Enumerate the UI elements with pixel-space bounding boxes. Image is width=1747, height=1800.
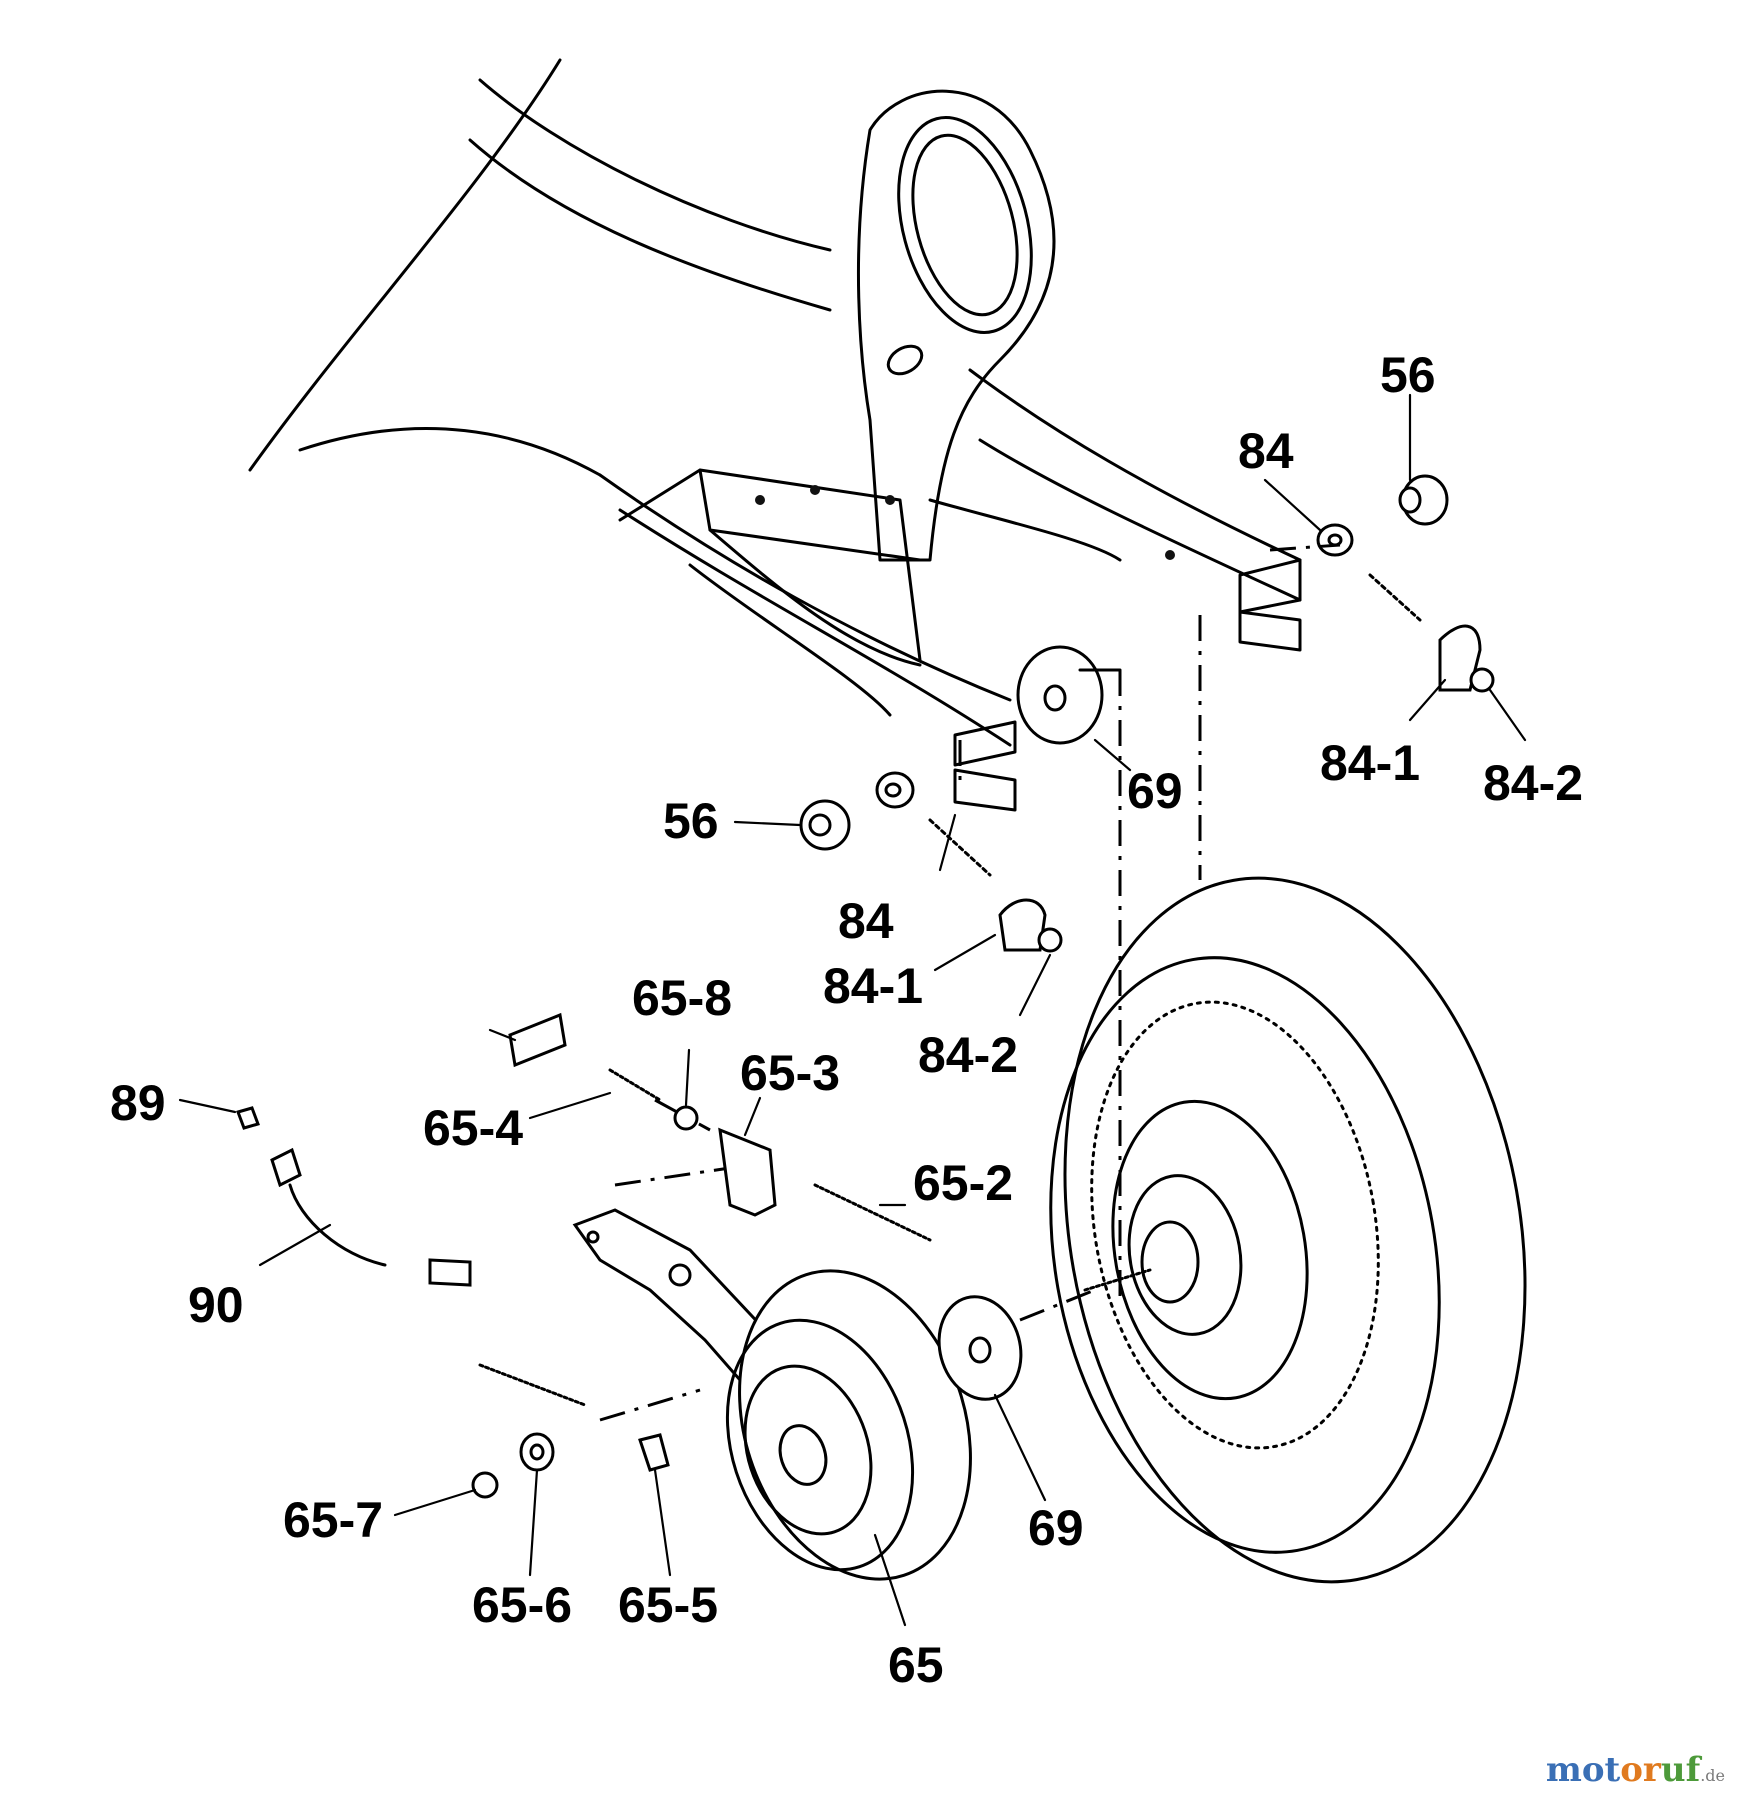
spring-65-5 bbox=[478, 1363, 587, 1407]
label-69-upper: 69 bbox=[1127, 763, 1183, 819]
hardware-upper-right bbox=[1263, 393, 1527, 742]
cable-hardware bbox=[178, 1098, 472, 1287]
wheel-assembly bbox=[1049, 876, 1527, 1584]
label-84-2-middle: 84-2 bbox=[918, 1027, 1018, 1083]
axle-bolt bbox=[1083, 1268, 1152, 1292]
spring-65-4 bbox=[608, 1068, 662, 1102]
pin-top bbox=[508, 1012, 567, 1068]
label-90: 90 bbox=[188, 1277, 244, 1333]
label-84-1-middle: 84-1 bbox=[823, 958, 923, 1014]
motoruf-watermark: motoruf.de bbox=[1546, 1750, 1725, 1790]
label-56-middle: 56 bbox=[663, 793, 719, 849]
connector-90-top bbox=[270, 1147, 302, 1188]
pivot-bracket bbox=[755, 89, 1175, 562]
wheel-hub bbox=[1140, 1220, 1200, 1304]
connector-90-end bbox=[428, 1258, 472, 1287]
bolt-middle bbox=[928, 818, 992, 877]
label-89: 89 bbox=[110, 1075, 166, 1131]
label-65-3: 65-3 bbox=[740, 1045, 840, 1101]
nut-65-7 bbox=[471, 1471, 499, 1499]
label-65: 65 bbox=[888, 1637, 944, 1693]
nut-84-2-upper bbox=[1469, 667, 1495, 693]
deck-frame bbox=[248, 58, 1302, 812]
label-65-4: 65-4 bbox=[423, 1100, 523, 1156]
label-65-7: 65-7 bbox=[283, 1492, 383, 1548]
clip-65-5 bbox=[638, 1433, 670, 1472]
label-84-middle: 84 bbox=[838, 893, 894, 949]
brake-drum-65 bbox=[738, 1269, 972, 1581]
gear-ring bbox=[1090, 1000, 1380, 1450]
label-65-5: 65-5 bbox=[618, 1577, 718, 1633]
bracket-65-3 bbox=[718, 1127, 777, 1217]
label-84-upper: 84 bbox=[1238, 423, 1294, 479]
bolt-upper bbox=[1368, 573, 1422, 622]
callout-labels: 56 84 84-1 84-2 69 56 84 84-1 84-2 65-8 … bbox=[110, 347, 1583, 1693]
brake-assembly bbox=[393, 1012, 1047, 1627]
nut-84-2-middle bbox=[1037, 927, 1063, 953]
watermark-domain: .de bbox=[1700, 1766, 1725, 1785]
label-65-8: 65-8 bbox=[632, 970, 732, 1026]
spring-65-2 bbox=[813, 1183, 932, 1242]
nut-65-8 bbox=[673, 1105, 699, 1131]
label-69-lower: 69 bbox=[1028, 1500, 1084, 1556]
label-84-1-upper: 84-1 bbox=[1320, 735, 1420, 791]
hardware-middle bbox=[733, 645, 1132, 1017]
watermark-part-3: uf bbox=[1660, 1750, 1701, 1790]
watermark-part-2: or bbox=[1620, 1750, 1661, 1790]
label-56-upper: 56 bbox=[1380, 347, 1436, 403]
label-65-2: 65-2 bbox=[913, 1155, 1013, 1211]
label-65-6: 65-6 bbox=[472, 1577, 572, 1633]
clip-89 bbox=[236, 1106, 260, 1130]
watermark-part-1: mot bbox=[1545, 1750, 1621, 1790]
wheel-tire bbox=[1063, 876, 1527, 1584]
label-84-2-upper: 84-2 bbox=[1483, 755, 1583, 811]
lever-arm bbox=[572, 1208, 767, 1383]
